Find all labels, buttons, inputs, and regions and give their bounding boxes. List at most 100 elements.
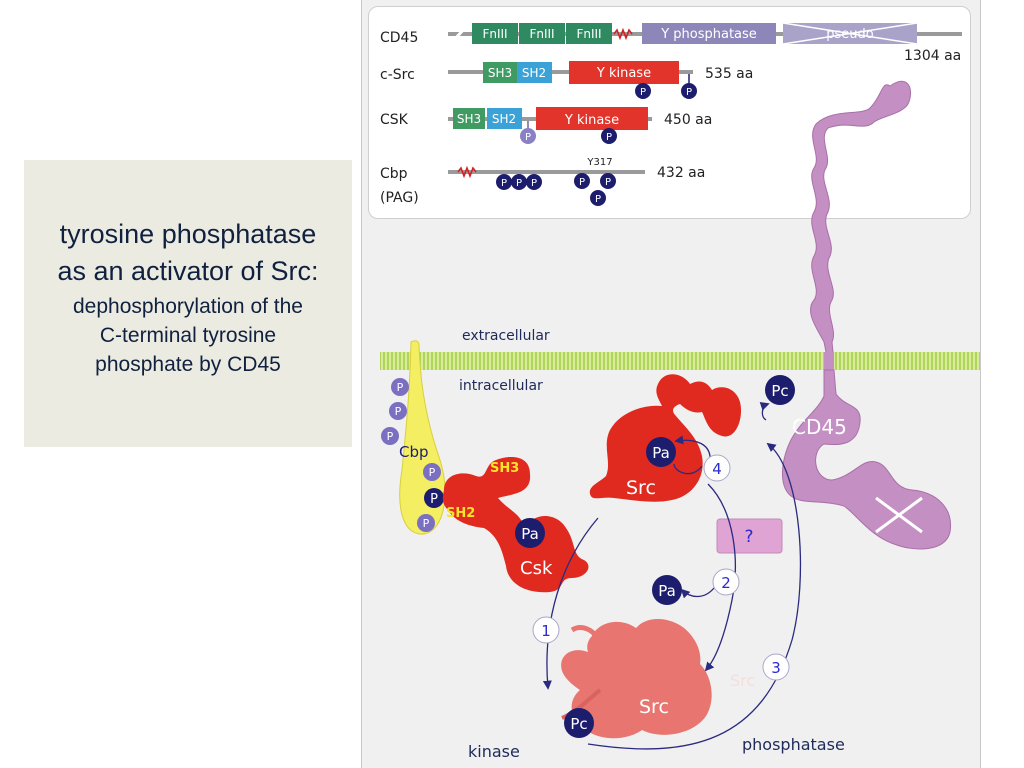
- sh3-label: SH3: [488, 66, 512, 80]
- cbp-p-site: P: [511, 174, 527, 190]
- fn3-label: FnIII: [576, 27, 601, 41]
- p-label: P: [686, 87, 692, 98]
- csk-molecule: [442, 456, 589, 593]
- cbp-phospho-site: P: [381, 427, 399, 445]
- src-inactive-molecule: [561, 618, 712, 739]
- unknown-enzyme-box: ?: [716, 518, 783, 554]
- y-phosphatase-domain: Y phosphatase: [642, 23, 776, 44]
- csk-sh3-label: SH3: [490, 461, 519, 476]
- src-inactive-pc-badge: Pc: [564, 708, 594, 738]
- y-kinase-label: Y kinase: [564, 113, 619, 128]
- unknown-enzyme-label: ?: [744, 527, 753, 547]
- cd45-extracellular-chain: [810, 80, 912, 363]
- pseudo-domain: pseudo: [782, 22, 918, 45]
- caption-title: tyrosine phosphatase as an activator of …: [24, 216, 352, 290]
- p-label: P: [595, 194, 601, 205]
- autophos-arrow-4a: [673, 463, 703, 475]
- pc-label: Pc: [570, 715, 587, 733]
- sh2-label: SH2: [522, 66, 546, 80]
- step-number: 4: [712, 460, 722, 478]
- cd45-molecule-label: CD45: [792, 415, 847, 439]
- fn3-domain: FnIII: [566, 23, 612, 44]
- step-circle-1: 1: [532, 616, 560, 644]
- p-label: P: [525, 132, 531, 143]
- p-label: P: [387, 430, 394, 443]
- pseudo-label: pseudo: [826, 27, 874, 42]
- c-src-sh3-domain: SH3: [483, 62, 517, 83]
- c-src-p-site-2: P: [681, 74, 697, 99]
- cbp-phospho-site: P: [389, 402, 407, 420]
- caption-subtitle-line: phosphate by CD45: [95, 353, 281, 376]
- pa-label: Pa: [521, 525, 539, 543]
- cbp-y317-p-site: P: [600, 173, 616, 189]
- pa-label: Pa: [652, 444, 670, 462]
- p-label: P: [395, 405, 402, 418]
- pc-label: Pc: [771, 382, 788, 400]
- pa-label: Pa: [658, 582, 676, 600]
- cbp-phospho-site: P: [391, 378, 409, 396]
- cbp-phospho-site: P: [423, 463, 441, 481]
- caption-title-line: as an activator of Src:: [57, 256, 319, 286]
- kinase-label: kinase: [468, 742, 520, 761]
- step-circle-3: 3: [762, 653, 790, 681]
- fn3-domain: FnIII: [472, 23, 518, 44]
- fn3-label: FnIII: [482, 27, 507, 41]
- cd45-inactive-cross: [875, 496, 923, 534]
- kinase-arrow-1: [542, 517, 599, 690]
- pa-released-badge: Pa: [652, 575, 682, 605]
- p-label: P: [430, 492, 438, 507]
- row-label-csk: CSK: [380, 112, 409, 128]
- csk-sh2-label: SH2: [446, 506, 475, 521]
- csk-sh2-domain: SH2: [487, 108, 522, 129]
- csk-p-site-2: P: [601, 128, 617, 144]
- fn3-label: FnIII: [529, 27, 554, 41]
- src-inactive-label: Src: [639, 696, 669, 718]
- cbp-p-site: P: [574, 173, 590, 189]
- p-label: P: [516, 178, 522, 189]
- p-label: P: [423, 517, 430, 530]
- caption-subtitle-line: C-terminal tyrosine: [99, 324, 277, 347]
- csk-length: 450 aa: [664, 112, 712, 128]
- sh2-label: SH2: [492, 112, 516, 126]
- activation-arrow-2: [704, 483, 736, 672]
- pa-release-arrow: [680, 587, 715, 599]
- figure-canvas: CD45 FnIII FnIII FnIII Y phosphatase pse…: [380, 22, 980, 761]
- src-activation-figure: CD45 FnIII FnIII FnIII Y phosphatase pse…: [361, 0, 981, 768]
- cbp-length: 432 aa: [657, 165, 705, 181]
- step-number: 1: [541, 622, 551, 640]
- cbp-p-site: P: [590, 190, 606, 206]
- csk-kinase-domain: Y kinase: [536, 107, 648, 130]
- cbp-y317-phospho-site: P: [424, 488, 444, 508]
- p-label: P: [605, 177, 611, 188]
- p-label: P: [531, 178, 537, 189]
- cbp-tm-linker: [457, 165, 477, 179]
- extracellular-label: extracellular: [462, 328, 550, 344]
- c-src-sh2-domain: SH2: [517, 62, 552, 83]
- step-number: 3: [771, 659, 781, 677]
- caption-title-line: tyrosine phosphatase: [59, 219, 317, 249]
- phosphatase-arrow-3: [587, 442, 802, 750]
- p-label: P: [579, 177, 585, 188]
- cd45-length: 1304 aa: [904, 48, 961, 64]
- cd45-transmembrane: [824, 352, 834, 370]
- row-label-cbp: Cbp: [380, 166, 408, 182]
- pc-release-arrow: [759, 401, 770, 421]
- pc-released-badge: Pc: [765, 375, 795, 405]
- src-active-label: Src: [626, 477, 656, 499]
- caption-subtitle-line: dephosphorylation of the: [72, 295, 303, 318]
- caption-box: tyrosine phosphatase as an activator of …: [24, 160, 352, 447]
- c-src-length: 535 aa: [705, 66, 753, 82]
- cbp-p-site: P: [526, 174, 542, 190]
- cbp-p-site: P: [496, 174, 512, 190]
- src-inactive-linker: [570, 625, 601, 642]
- row-label-cd45: CD45: [380, 30, 418, 46]
- csk-p-site-1: P: [520, 121, 536, 144]
- row-label-c-src: c-Src: [380, 67, 415, 83]
- fn3-domain: FnIII: [519, 23, 565, 44]
- y-kinase-label: Y kinase: [596, 66, 651, 81]
- cbp-molecule-label: Cbp: [399, 443, 429, 461]
- cd45-linker: [613, 27, 633, 41]
- csk-sh3-domain: SH3: [453, 108, 485, 129]
- y317-label: Y317: [586, 157, 612, 168]
- plasma-membrane: [380, 352, 980, 370]
